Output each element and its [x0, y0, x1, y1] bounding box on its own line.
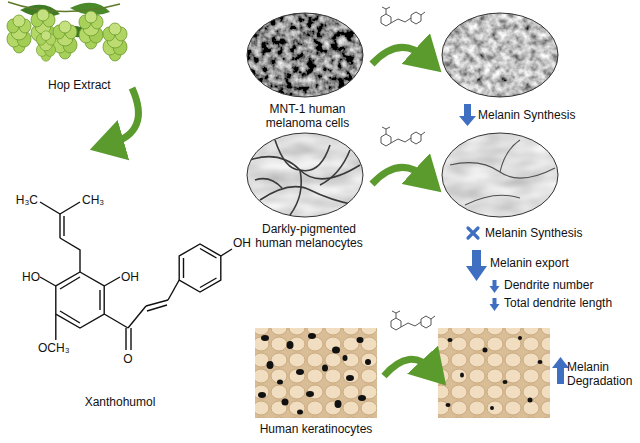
compound-name: Xanthohumol — [70, 395, 170, 409]
micrograph — [247, 133, 558, 217]
atom-label: OH — [121, 270, 151, 284]
curved-arrow — [110, 88, 138, 144]
atom-label: O — [121, 352, 135, 366]
effect-label: Melanin Synthesis — [485, 226, 610, 240]
blue-arrow — [459, 104, 569, 384]
structure-formula — [40, 202, 232, 350]
atom-label: CH₃ — [82, 193, 118, 207]
cell-drawing — [255, 328, 550, 418]
picture-label: Hop Extract — [48, 78, 138, 92]
hop-picture — [7, 2, 127, 61]
atom-label: OH — [233, 236, 257, 250]
cell-label: MNT-1 human melanoma cells — [255, 102, 360, 131]
curved-arrow — [372, 167, 426, 184]
cell-label: Human keratinocytes — [252, 422, 380, 436]
micrograph — [247, 13, 558, 97]
effect-label: Melanin export — [490, 256, 615, 270]
cell-label: Darkly-pigmented human melanocytes — [253, 222, 365, 251]
atom-label: HO — [10, 270, 40, 284]
cross-mark — [468, 228, 478, 238]
effect-label: Melanin Synthesis — [478, 108, 603, 122]
effect-label: Total dendrite length — [504, 296, 636, 310]
atom-label: OCH₃ — [38, 341, 82, 355]
effect-label: Dendrite number — [504, 278, 629, 292]
atom-label: H₃C — [2, 193, 38, 207]
curved-arrow — [372, 47, 426, 64]
effect-label: Melanin Degradation — [567, 360, 637, 389]
curved-arrow — [384, 359, 432, 376]
